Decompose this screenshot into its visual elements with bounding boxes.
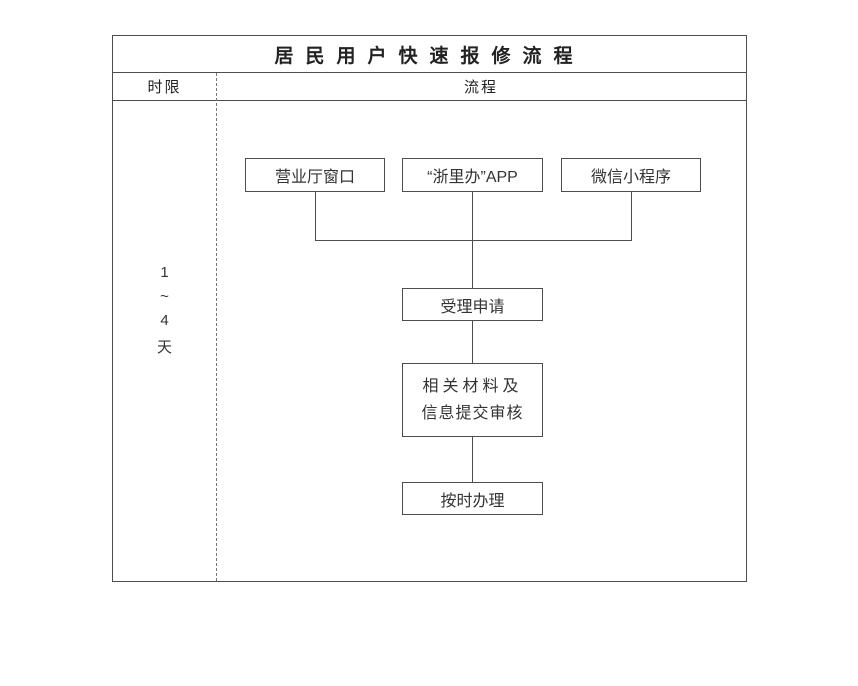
connector-merge-horizontal xyxy=(315,240,632,241)
time-limit-line-2: ~ xyxy=(160,288,169,305)
time-limit-line-1: 1 xyxy=(160,264,169,281)
header-time-limit: 时限 xyxy=(147,79,182,96)
time-limit-line-3: 4 xyxy=(160,312,169,329)
connector-channel1-down xyxy=(315,192,316,240)
materials-review-line-2: 信息提交审核 xyxy=(421,405,524,422)
connector-merge-to-accept xyxy=(472,240,473,288)
header-process: 流程 xyxy=(463,79,498,96)
node-handle-on-time: 按时办理 xyxy=(402,482,543,515)
node-service-hall-window: 营业厅窗口 xyxy=(245,158,385,192)
connector-review-to-handle xyxy=(472,437,473,482)
connector-channel2-down xyxy=(472,192,473,240)
connector-accept-to-review xyxy=(472,321,473,363)
diagram-title: 居民用户快速报修流程 xyxy=(113,36,746,73)
node-accept-application: 受理申请 xyxy=(402,288,543,321)
time-limit-label: 1 ~ 4 天 xyxy=(113,264,216,357)
materials-review-line-1: 相关材料及 xyxy=(422,378,523,395)
time-limit-line-4: 天 xyxy=(156,339,172,356)
node-materials-review: 相关材料及 信息提交审核 xyxy=(402,363,543,437)
connector-channel3-down xyxy=(631,192,632,240)
column-header-row: 时限 流程 xyxy=(113,73,746,101)
node-wechat-mini-program: 微信小程序 xyxy=(561,158,701,192)
column-divider-dashed-line xyxy=(216,73,217,581)
node-zheliban-app: “浙里办”APP xyxy=(402,158,543,192)
